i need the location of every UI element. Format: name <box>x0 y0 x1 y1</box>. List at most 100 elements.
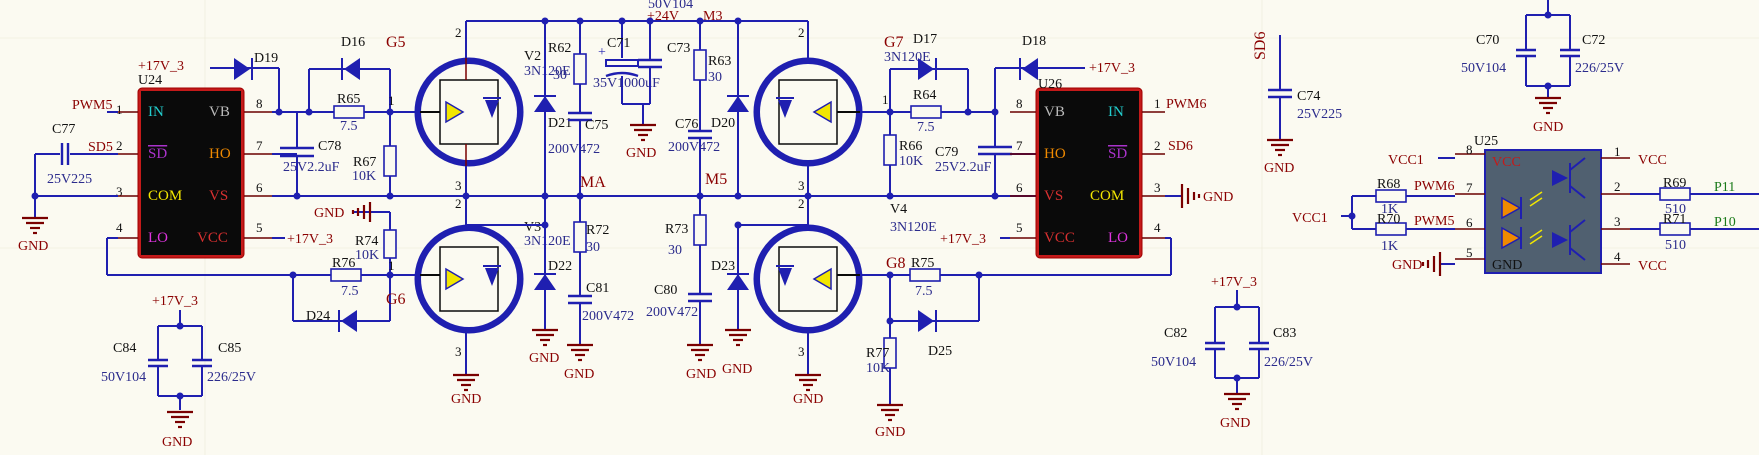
net-label-m5: M5 <box>705 171 727 188</box>
capacitor-c78[interactable]: C78 25V2.2uF <box>272 112 341 196</box>
gate-driver-u24[interactable]: U24 IN VB SD HO COM VS LO VCC 1 8 2 7 3 … <box>116 73 272 259</box>
mos-pin-s: 3 <box>798 344 805 359</box>
pin-num-8: 8 <box>256 96 263 111</box>
mos-pin-d: 2 <box>798 25 805 40</box>
resistor-r68[interactable]: R68 1K <box>1352 177 1455 217</box>
mos-pin-d: 2 <box>798 196 805 211</box>
pin-num-1: 1 <box>1154 96 1161 111</box>
capacitor-c71[interactable]: + C71 35V1000uF <box>593 21 660 104</box>
resistor-r64[interactable]: R64 7.5 <box>860 88 995 135</box>
snubber-r62-c75[interactable]: R62 30 C75 200V472 <box>548 21 608 196</box>
c74-value: 25V225 <box>1297 107 1342 122</box>
r71-ref: R71 <box>1663 212 1686 227</box>
c83-ref: C83 <box>1273 326 1296 341</box>
gnd-label: GND <box>18 239 48 254</box>
net-label-g8: G8 <box>886 255 906 272</box>
junction <box>576 192 584 200</box>
pin-label-vcc: VCC <box>1044 230 1075 246</box>
snubber-r72-c80[interactable]: R72 30 C81 200V472 <box>568 196 634 345</box>
mosfet-g7[interactable]: 2 3 <box>753 25 863 193</box>
ic-body-inner <box>1039 91 1139 255</box>
mosfet-v4-lower[interactable]: 2 3 <box>753 196 863 359</box>
opto-pin-8: 8 <box>1466 142 1473 157</box>
diode-d22[interactable]: D22 <box>534 225 572 330</box>
mos-pin-g-g7: 1 <box>882 92 889 107</box>
diode-d21[interactable]: D21 <box>534 21 572 225</box>
pin-label-lo: LO <box>148 230 168 246</box>
ic-body-inner <box>141 91 241 255</box>
resistor-r77[interactable]: R77 10K <box>866 321 897 405</box>
snubber-r73-c81[interactable]: R73 30 C80 200V472 <box>646 196 712 345</box>
c70-value: 50V104 <box>1461 61 1506 76</box>
c78-ref: C78 <box>318 139 341 154</box>
net-label-m3: M3 <box>703 9 722 24</box>
c81-value: 200V472 <box>646 305 698 320</box>
pin-num-7: 7 <box>256 138 263 153</box>
junction <box>386 192 394 200</box>
d19-ref: D19 <box>254 51 278 66</box>
diode-d20[interactable]: D20 <box>711 21 749 196</box>
r66-ref: R66 <box>899 139 922 154</box>
diode-d18[interactable]: D18 <box>994 34 1085 112</box>
mosfet-v3[interactable]: 2 3 V3 3N120E <box>414 196 571 359</box>
mosfet-v2[interactable]: 2 3 V2 3N120E <box>414 25 571 193</box>
resistor-r71[interactable]: R71 510 <box>1630 212 1759 253</box>
mos-pin-s: 3 <box>455 344 462 359</box>
capacitor-pair-c82-c83[interactable]: C82 50V104 C83 226/25V <box>1151 290 1313 394</box>
c76-ref: C76 <box>675 117 698 132</box>
resistor-r74[interactable]: R74 10K <box>355 212 397 275</box>
c81-ref: C80 <box>654 283 677 298</box>
r70-value: 1K <box>1381 239 1398 254</box>
r76-value: 7.5 <box>341 284 359 299</box>
net-label-vcc-4: VCC <box>1638 259 1667 274</box>
snubber-r63-c76[interactable]: R63 30 C76 200V472 <box>668 21 731 196</box>
led-icon <box>1501 196 1522 220</box>
capacitor-c73[interactable]: C73 <box>622 21 690 125</box>
resistor-r75[interactable]: R75 7.5 <box>860 256 1171 299</box>
r74-value: 10K <box>355 248 379 263</box>
v3-ref: V3 <box>524 220 541 235</box>
resistor-r66[interactable]: R66 10K <box>883 112 923 196</box>
mos-pin-g-v3: 1 <box>388 258 395 273</box>
opto-vcc-pin: VCC <box>1492 155 1521 170</box>
r67-ref: R67 <box>353 155 376 170</box>
gate-driver-u26[interactable]: U26 VB IN HO SD VS COM VCC LO 8 1 7 2 6 … <box>1010 77 1165 259</box>
diode-d25[interactable]: D25 <box>889 275 980 359</box>
r62-ref: R62 <box>548 41 571 56</box>
diode-d19[interactable]: D19 <box>210 51 280 112</box>
resistor-r65[interactable]: R65 7.5 <box>309 92 420 134</box>
net-label-17v-d18: +17V_3 <box>1089 61 1135 76</box>
net-label-pwm5: PWM5 <box>72 98 112 113</box>
c73-value-top: 50V104 <box>648 0 693 12</box>
r67-value: 10K <box>352 169 376 184</box>
pin-num-5: 5 <box>256 220 263 235</box>
diode-d16[interactable]: D16 <box>308 35 391 112</box>
resistor-r76[interactable]: R76 7.5 <box>330 256 420 299</box>
d21-ref: D21 <box>548 116 572 131</box>
net-label-vcc1-mid: VCC1 <box>1292 211 1328 226</box>
resistor-r69[interactable]: R69 510 <box>1630 176 1759 217</box>
resistor-r70[interactable]: R70 1K <box>1352 212 1455 254</box>
r65-ref: R65 <box>337 92 360 107</box>
pin-label-sd: SD <box>148 146 167 162</box>
c72-value: 226/25V <box>1575 61 1624 76</box>
pin-label-vs: VS <box>209 188 228 204</box>
net-label-vcc1-top: VCC1 <box>1388 153 1424 168</box>
c84-ref: C84 <box>113 341 136 356</box>
opto-pin-4: 4 <box>1614 249 1621 264</box>
c85-value: 226/25V <box>207 370 256 385</box>
capacitor-pair-c70-c72[interactable]: C70 50V104 C72 226/25V <box>1461 0 1624 98</box>
capacitor-c79[interactable]: C79 25V2.2uF <box>935 112 1036 196</box>
r74-ref: R74 <box>355 234 378 249</box>
net-label-ma: MA <box>580 174 606 191</box>
net-label-17v-u24: +17V_3 <box>287 232 333 247</box>
diode-d17[interactable]: D17 <box>889 32 969 112</box>
capacitor-c74[interactable]: C74 25V225 <box>1268 35 1342 140</box>
diode-d24[interactable]: D24 <box>292 275 391 332</box>
diode-d23[interactable]: D23 <box>711 225 749 330</box>
capacitor-c77[interactable]: C77 25V225 <box>31 122 119 218</box>
optocoupler-u25[interactable]: U25 VCC GND 8 7 6 5 1 2 <box>1455 134 1630 274</box>
resistor-r67[interactable]: R67 10K <box>352 112 397 196</box>
capacitor-pair-c84-c85[interactable]: C84 50V104 C85 226/25V <box>101 310 256 410</box>
gnd-label: GND <box>162 435 192 450</box>
